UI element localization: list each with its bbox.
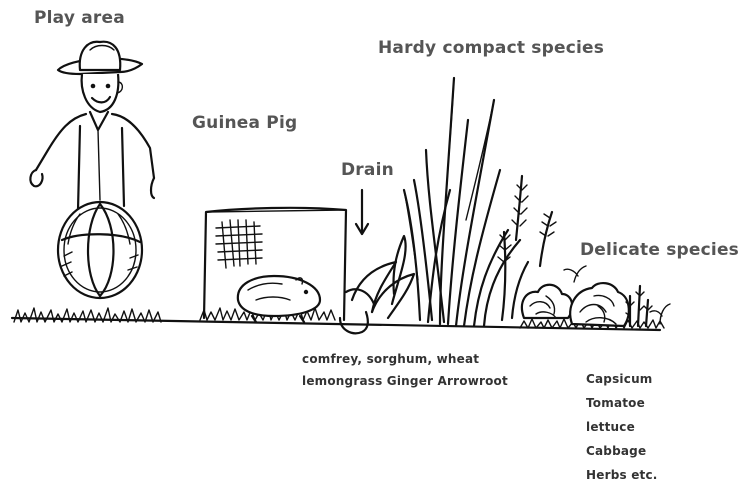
child-figure — [30, 42, 154, 298]
delicate-plants-drawing — [522, 266, 670, 326]
delicate-plant-item: Capsicum — [586, 372, 653, 386]
delicate-plant-item: Cabbage — [586, 444, 646, 458]
delicate-plant-item: Herbs etc. — [586, 468, 658, 482]
hardy-plants-drawing — [346, 78, 556, 326]
label-drain: Drain — [341, 160, 394, 180]
label-play-area: Play area — [34, 8, 125, 28]
label-guinea-pig: Guinea Pig — [192, 113, 297, 133]
hardy-plants-line-2: lemongrass Ginger Arrowroot — [302, 374, 508, 388]
guinea-pig-hutch — [204, 208, 346, 322]
delicate-plant-item: lettuce — [586, 420, 635, 434]
hutch-mesh-window — [216, 220, 262, 268]
label-delicate-species: Delicate species — [580, 240, 739, 260]
label-hardy-species: Hardy compact species — [378, 38, 604, 58]
guinea-pig — [238, 276, 320, 322]
delicate-plant-item: Tomatoe — [586, 396, 645, 410]
hardy-plants-line-1: comfrey, sorghum, wheat — [302, 352, 479, 366]
